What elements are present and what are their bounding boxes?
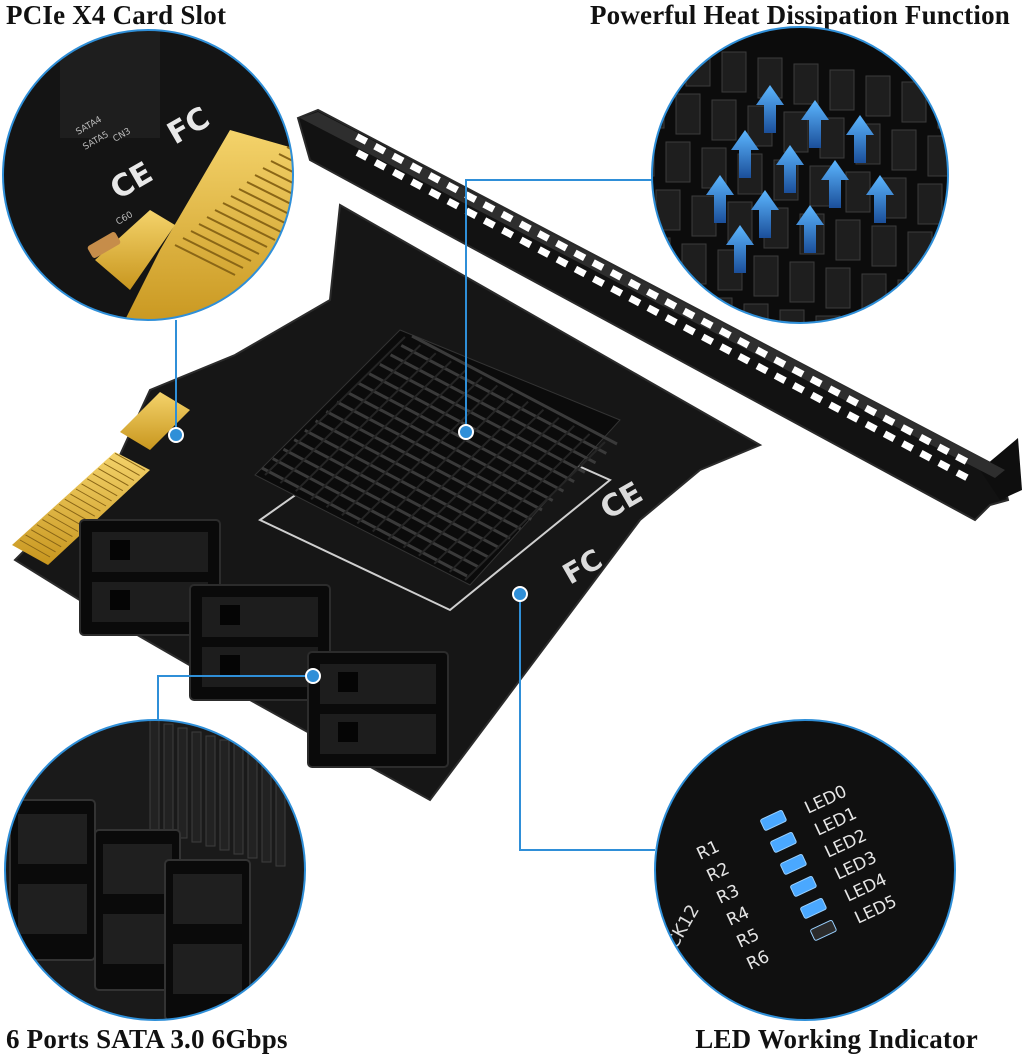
callout-line-heatsink bbox=[465, 179, 652, 430]
callout-line-led bbox=[519, 594, 655, 851]
gold-finger-lines bbox=[19, 452, 146, 558]
sata-ports-label: 6 Ports SATA 3.0 6Gbps bbox=[6, 1024, 288, 1054]
bracket-vents bbox=[355, 133, 969, 481]
pcie-card: CE FC bbox=[12, 108, 1022, 802]
heat-dissipation-label: Powerful Heat Dissipation Function bbox=[589, 0, 1010, 30]
callout-lines bbox=[157, 179, 655, 851]
sata-port-array bbox=[79, 519, 449, 768]
led-indicator-label: LED Working Indicator bbox=[695, 1024, 978, 1054]
magnifier-pcie-slot: FC CE CN3 SATA4 SATA5 C60 bbox=[2, 29, 294, 321]
gold-contacts-small bbox=[120, 392, 190, 450]
magnifier-sata-ports bbox=[4, 719, 306, 1021]
airflow-arrows bbox=[706, 85, 894, 273]
callout-line-sata bbox=[157, 675, 312, 720]
callout-dots bbox=[168, 424, 528, 684]
pcie-slot-label: PCIe X4 Card Slot bbox=[6, 0, 227, 30]
capacitor bbox=[87, 232, 121, 258]
